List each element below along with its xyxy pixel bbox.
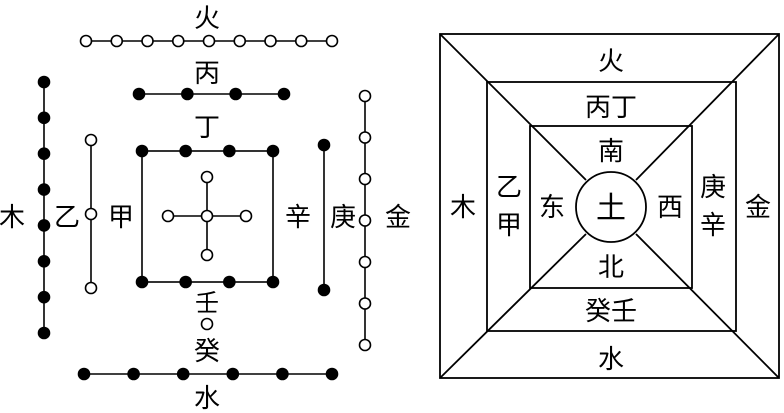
diag-tl [439, 33, 587, 181]
sq-label-bottom-middle: 癸壬 [585, 297, 637, 327]
dot-metal-hollow [358, 89, 372, 103]
dot-bing-filled [181, 87, 194, 101]
sq-label-right-inner: 西 [657, 193, 683, 223]
dot-fire-hollow [171, 34, 185, 48]
dot-square-bottom-filled [223, 275, 236, 289]
sq-label-top-middle: 丙丁 [585, 93, 637, 123]
label-geng: 庚 [330, 203, 356, 233]
dot-center-hollow [161, 209, 175, 223]
dot-xin-filled [317, 283, 331, 297]
dot-water-filled [127, 367, 140, 381]
dot-ren-hollow [200, 317, 214, 331]
diag-tr [635, 33, 780, 181]
sq-label-center: 土 [596, 191, 626, 226]
dot-fire-hollow [325, 34, 339, 48]
label-yi: 乙 [54, 203, 80, 233]
dot-metal-hollow [358, 131, 372, 144]
diag-br [635, 233, 780, 379]
label-ren: 壬 [195, 289, 219, 317]
dot-fire-hollow [202, 34, 216, 48]
dot-wood-filled [37, 147, 51, 161]
dot-xin-filled [317, 138, 331, 152]
dot-metal-hollow [358, 338, 372, 352]
dot-wood-filled [37, 219, 51, 232]
sq-label-top-inner: 南 [598, 137, 624, 167]
dot-water-filled [276, 367, 289, 381]
dot-bing-filled [229, 87, 242, 101]
dot-wood-filled [37, 290, 51, 304]
dot-square-bottom-filled [179, 275, 192, 289]
square-diagram [439, 33, 780, 379]
dot-fire-hollow [294, 34, 308, 48]
dot-center-hollow [239, 209, 253, 223]
dot-fire-hollow [264, 34, 277, 48]
dots-layer [37, 34, 372, 381]
label-metal: 金 [385, 203, 411, 233]
dot-bing-filled [277, 87, 291, 101]
dot-water-filled [176, 367, 190, 381]
dot-wood-filled [37, 183, 51, 196]
outer-square [439, 33, 780, 379]
dot-fire-hollow [110, 34, 124, 48]
dot-bing-filled [132, 87, 146, 101]
dot-wood-filled [37, 75, 51, 89]
inner-square-right [529, 125, 693, 289]
sq-label-bottom-outer: 水 [598, 345, 624, 375]
dot-square-bottom-filled [135, 275, 149, 289]
label-gui: 癸 [194, 337, 220, 367]
dot-square-top-filled [223, 144, 236, 158]
dot-wood-filled [37, 254, 51, 268]
dot-wood-filled [37, 326, 51, 340]
sq-label-right-outer: 金 [745, 193, 771, 223]
dot-water-filled [77, 367, 91, 381]
inner-square [141, 150, 274, 283]
dot-metal-hollow [358, 255, 372, 269]
dot-square-top-filled [179, 144, 192, 158]
dot-center-hollow [200, 209, 214, 223]
sq-label-left-middle-bottom: 甲 [496, 211, 522, 241]
dot-water-filled [226, 367, 240, 381]
dot-metal-hollow [358, 297, 372, 310]
label-water: 水 [194, 384, 220, 413]
dot-square-top-filled [266, 144, 280, 158]
dot-fire-hollow [141, 34, 154, 48]
sq-label-bottom-inner: 北 [598, 253, 624, 283]
sq-label-left-inner: 东 [539, 193, 565, 223]
label-ding: 丁 [194, 113, 220, 143]
dot-diagram [37, 34, 372, 381]
dot-square-bottom-filled [266, 275, 280, 289]
sq-label-right-middle-bottom: 辛 [700, 211, 726, 241]
label-wood: 木 [0, 203, 25, 233]
dot-center-hollow [200, 170, 214, 184]
dot-yi-hollow [84, 207, 98, 221]
dot-fire-hollow [79, 34, 93, 48]
label-bing: 丙 [194, 59, 220, 89]
dot-metal-hollow [358, 172, 372, 186]
dot-square-top-filled [135, 144, 149, 158]
label-fire: 火 [194, 4, 220, 34]
dot-yi-hollow [84, 133, 98, 147]
label-xin: 辛 [285, 203, 311, 233]
dot-center-hollow [200, 248, 214, 262]
sq-label-right-middle-top: 庚 [700, 173, 726, 203]
dot-yi-hollow [84, 281, 98, 295]
dot-wood-filled [37, 111, 51, 125]
label-jia: 甲 [108, 203, 134, 233]
dot-metal-hollow [358, 214, 372, 227]
sq-label-left-outer: 木 [450, 193, 476, 223]
sq-label-top-outer: 火 [598, 47, 624, 77]
middle-square [486, 81, 737, 332]
center-circle [575, 171, 647, 243]
dot-fire-hollow [233, 34, 247, 48]
sq-label-left-middle-top: 乙 [496, 173, 522, 203]
diag-bl [439, 233, 587, 379]
dot-water-filled [325, 367, 339, 381]
